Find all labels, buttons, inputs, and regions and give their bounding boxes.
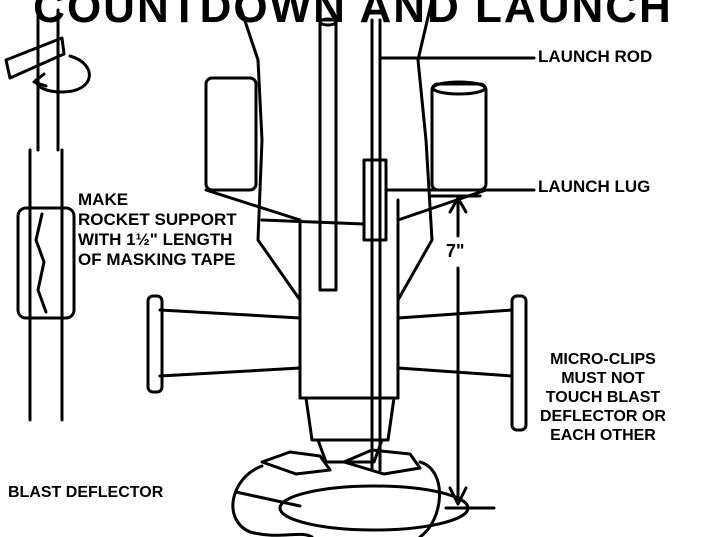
clips-line: EACH OTHER (550, 427, 656, 444)
micro-clip (260, 450, 332, 476)
leader-support (260, 218, 366, 226)
label-micro-clips: MICRO-CLIPS MUST NOT TOUCH BLAST DEFLECT… (540, 350, 666, 445)
support-stick (318, 18, 338, 292)
left-wing-tip (146, 294, 164, 394)
right-pod-top (431, 80, 487, 96)
support-line: OF MASKING TAPE (78, 250, 236, 269)
left-pod (204, 76, 258, 192)
dimension-arrow-up (448, 196, 468, 214)
label-launch-rod: LAUNCH ROD (538, 47, 653, 66)
rocket-body (236, 0, 434, 400)
label-distance: 7" (446, 241, 465, 261)
igniter-lead (418, 460, 441, 537)
tape-seam (34, 212, 48, 314)
rotate-arrowhead (32, 72, 48, 88)
support-line: ROCKET SUPPORT (78, 210, 237, 229)
tape-strip (4, 36, 66, 80)
clips-line: MUST NOT (561, 370, 645, 387)
clips-line: MICRO-CLIPS (550, 351, 656, 368)
support-line: MAKE (78, 190, 129, 209)
clips-line: TOUCH BLAST (545, 389, 661, 406)
clips-line: DEFLECTOR OR (540, 408, 666, 425)
launch-lug (362, 158, 388, 242)
right-wing-tip (510, 294, 528, 432)
igniter-lead (231, 464, 314, 537)
label-blast-deflector: BLAST DEFLECTOR (8, 484, 164, 501)
diagram-title: COUNTDOWN AND LAUNCH (33, 0, 673, 32)
right-pod (430, 82, 488, 192)
right-wing (396, 308, 514, 378)
left-pod-line (204, 188, 302, 222)
dimension-arrow-down (448, 486, 468, 506)
left-wing (158, 308, 302, 378)
label-rocket-support: MAKE ROCKET SUPPORT WITH 1½" LENGTH OF M… (78, 190, 237, 270)
label-launch-lug: LAUNCH LUG (538, 177, 651, 196)
wrapped-tape (16, 206, 76, 320)
engine-nozzle (304, 396, 396, 442)
support-stick-top (318, 17, 338, 27)
rotate-arrow-icon (34, 54, 91, 94)
micro-clip (342, 448, 422, 476)
leader-blast (234, 490, 302, 508)
support-line: WITH 1½" LENGTH (78, 230, 233, 249)
